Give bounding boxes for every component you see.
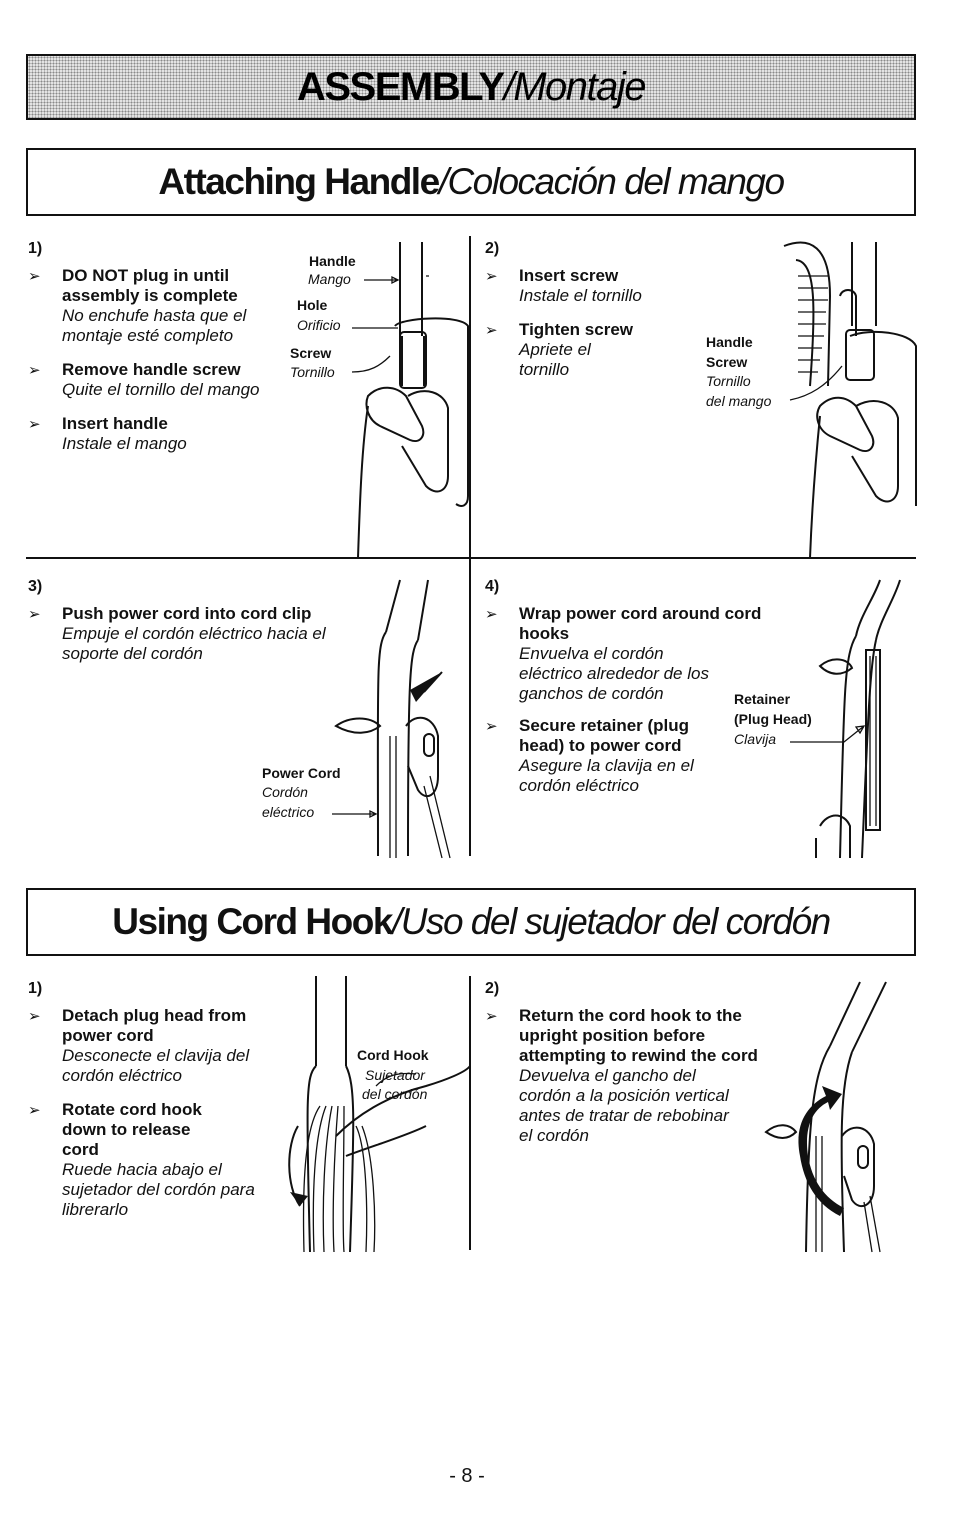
label-handle: Handle	[309, 253, 356, 269]
instruction-item: ➢ Insert handle Instale el mango	[28, 414, 288, 454]
page-number: - 8 -	[449, 1465, 485, 1487]
instruction-en: Tighten screw	[519, 320, 633, 339]
cord-hook-subtitle: Uso del sujetador del cordón	[400, 901, 832, 942]
step-arrow-icon: ➢	[28, 416, 41, 433]
instruction-en: Remove handle screw	[62, 360, 241, 379]
instruction-item: ➢ Tighten screw Apriete el tornillo	[485, 320, 695, 380]
label-electrico: eléctrico	[262, 804, 315, 820]
label-clavija: Clavija	[734, 731, 777, 747]
instruction-en: DO NOT plug in until assembly is complet…	[62, 266, 238, 305]
step-number: 1)	[28, 240, 43, 257]
cord-retainer-illustration	[790, 579, 901, 859]
instruction-es: Asegure la clavija en el cordón eléctric…	[519, 756, 694, 795]
hook-step1-instructions: ➢ Detach plug head from power cord Desco…	[28, 1006, 288, 1220]
step-arrow-icon: ➢	[28, 362, 41, 379]
column-divider	[469, 976, 471, 1250]
instruction-es: Ruede hacia abajo el sujetador del cordó…	[62, 1160, 255, 1219]
instruction-es: No enchufe hasta que el montaje esté com…	[62, 306, 247, 345]
label-plug-head: (Plug Head)	[734, 711, 812, 727]
label-screw: Screw	[706, 354, 748, 370]
handle-illustration	[351, 242, 469, 559]
label-hole: Hole	[297, 297, 328, 313]
step-number: 2)	[485, 240, 500, 257]
attach-step4-instructions: ➢ Wrap power cord around cord hooks Envu…	[485, 604, 805, 796]
step-arrow-icon: ➢	[28, 1008, 41, 1025]
instruction-en: Rotate cord hook down to release cord	[62, 1100, 202, 1159]
instruction-item: ➢ Push power cord into cord clip Empuje …	[28, 604, 368, 664]
label-screw: Screw	[290, 345, 332, 361]
label-power-cord: Power Cord	[262, 765, 341, 781]
banner-title: ASSEMBLY	[296, 64, 505, 109]
step-arrow-icon: ➢	[485, 718, 498, 735]
step-arrow-icon: ➢	[485, 606, 498, 623]
cord-hook-upright-illustration	[764, 981, 887, 1253]
assembly-banner: ASSEMBLY / Montaje	[26, 54, 916, 120]
instruction-en: Insert handle	[62, 414, 168, 433]
instruction-es: Devuelva el gancho del cordón a la posic…	[519, 1066, 729, 1145]
instruction-es: Apriete el tornillo	[519, 340, 591, 379]
step-number: 2)	[485, 980, 500, 997]
label-tornillo: Tornillo	[290, 364, 335, 380]
instruction-item: ➢ Remove handle screw Quite el tornillo …	[28, 360, 288, 400]
step-arrow-icon: ➢	[28, 606, 41, 623]
attaching-handle-sep: /	[438, 161, 449, 202]
label-mango: Mango	[308, 271, 351, 287]
label-tornillo: Tornillo	[706, 373, 751, 389]
banner-sep: /	[503, 64, 515, 109]
attach-step2-instructions: ➢ Insert screw Instale el tornillo ➢ Tig…	[485, 266, 695, 380]
attaching-handle-title: Attaching Handle	[158, 161, 440, 202]
instruction-es: Quite el tornillo del mango	[62, 380, 260, 399]
label-retainer: Retainer	[734, 691, 791, 707]
step-number: 4)	[485, 578, 500, 595]
instruction-item: ➢ Secure retainer (plug head) to power c…	[485, 716, 805, 796]
step-arrow-icon: ➢	[485, 322, 498, 339]
instruction-es: Envuelva el cordón eléctrico alrededor d…	[519, 644, 709, 703]
step-arrow-icon: ➢	[28, 1102, 41, 1119]
cord-hook-title: Using Cord Hook	[112, 901, 393, 942]
instruction-item: ➢ Detach plug head from power cord Desco…	[28, 1006, 288, 1086]
instruction-es: Desconecte el clavija del cordón eléctri…	[62, 1046, 250, 1085]
label-del-mango: del mango	[706, 393, 772, 409]
using-cord-hook-header: Using Cord Hook / Uso del sujetador del …	[26, 888, 916, 956]
column-divider	[469, 236, 471, 856]
instruction-en: Detach plug head from power cord	[62, 1006, 247, 1045]
instruction-es: Instale el mango	[62, 434, 187, 453]
row-divider	[26, 557, 916, 559]
step-number: 1)	[28, 980, 43, 997]
instruction-item: ➢ DO NOT plug in until assembly is compl…	[28, 266, 288, 346]
cord-clip-illustration	[332, 579, 451, 859]
instruction-en: Insert screw	[519, 266, 619, 285]
cord-hook-illustration	[288, 976, 471, 1253]
attaching-handle-header: Attaching Handle / Colocación del mango	[26, 148, 916, 216]
step-arrow-icon: ➢	[485, 268, 498, 285]
step-number: 3)	[28, 578, 43, 595]
attach-step1-instructions: ➢ DO NOT plug in until assembly is compl…	[28, 266, 288, 454]
label-handle: Handle	[706, 334, 753, 350]
instruction-es: Empuje el cordón eléctrico hacia el sopo…	[62, 624, 326, 663]
cord-hook-sep: /	[391, 901, 402, 942]
instruction-en: Push power cord into cord clip	[62, 604, 312, 623]
banner-subtitle: Montaje	[513, 64, 646, 109]
step-arrow-icon: ➢	[485, 1008, 498, 1025]
attaching-handle-subtitle: Colocación del mango	[447, 161, 785, 202]
instruction-item: ➢ Wrap power cord around cord hooks Envu…	[485, 604, 805, 704]
hose-handle-illustration	[783, 241, 917, 559]
label-orificio: Orificio	[297, 317, 341, 333]
attach-step3-instructions: ➢ Push power cord into cord clip Empuje …	[28, 604, 368, 664]
instruction-item: ➢ Insert screw Instale el tornillo	[485, 266, 695, 306]
label-cordon: Cordón	[262, 784, 308, 800]
hook-step2-instructions: ➢ Return the cord hook to the upright po…	[485, 1006, 785, 1146]
instruction-en: Return the cord hook to the upright posi…	[519, 1006, 758, 1065]
instruction-item: ➢ Rotate cord hook down to release cord …	[28, 1100, 288, 1220]
instruction-item: ➢ Return the cord hook to the upright po…	[485, 1006, 785, 1146]
instruction-en: Secure retainer (plug head) to power cor…	[519, 716, 690, 755]
step-arrow-icon: ➢	[28, 268, 41, 285]
label-cord-hook: Cord Hook	[357, 1047, 429, 1063]
instruction-es: Instale el tornillo	[519, 286, 642, 305]
instruction-en: Wrap power cord around cord hooks	[519, 604, 762, 643]
